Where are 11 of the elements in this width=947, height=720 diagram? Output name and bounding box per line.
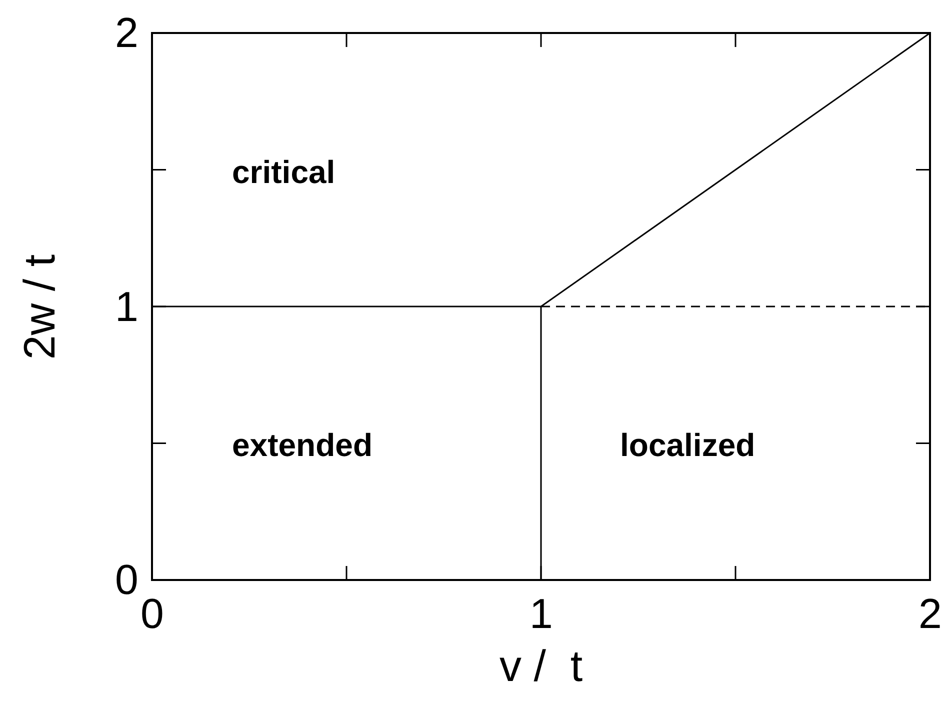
tick-label: 2 bbox=[918, 593, 942, 635]
tick-label: 1 bbox=[115, 286, 138, 328]
region-label: critical bbox=[232, 156, 336, 188]
tick-label: 1 bbox=[530, 593, 553, 635]
tick-label: 0 bbox=[115, 559, 138, 601]
tick-label: 0 bbox=[140, 593, 164, 635]
axis-title: v / t bbox=[500, 645, 583, 689]
region-label: localized bbox=[620, 429, 756, 461]
region-label: extended bbox=[232, 429, 372, 461]
tick-label: 2 bbox=[115, 12, 138, 54]
axis-title: 2w / t bbox=[18, 254, 62, 360]
